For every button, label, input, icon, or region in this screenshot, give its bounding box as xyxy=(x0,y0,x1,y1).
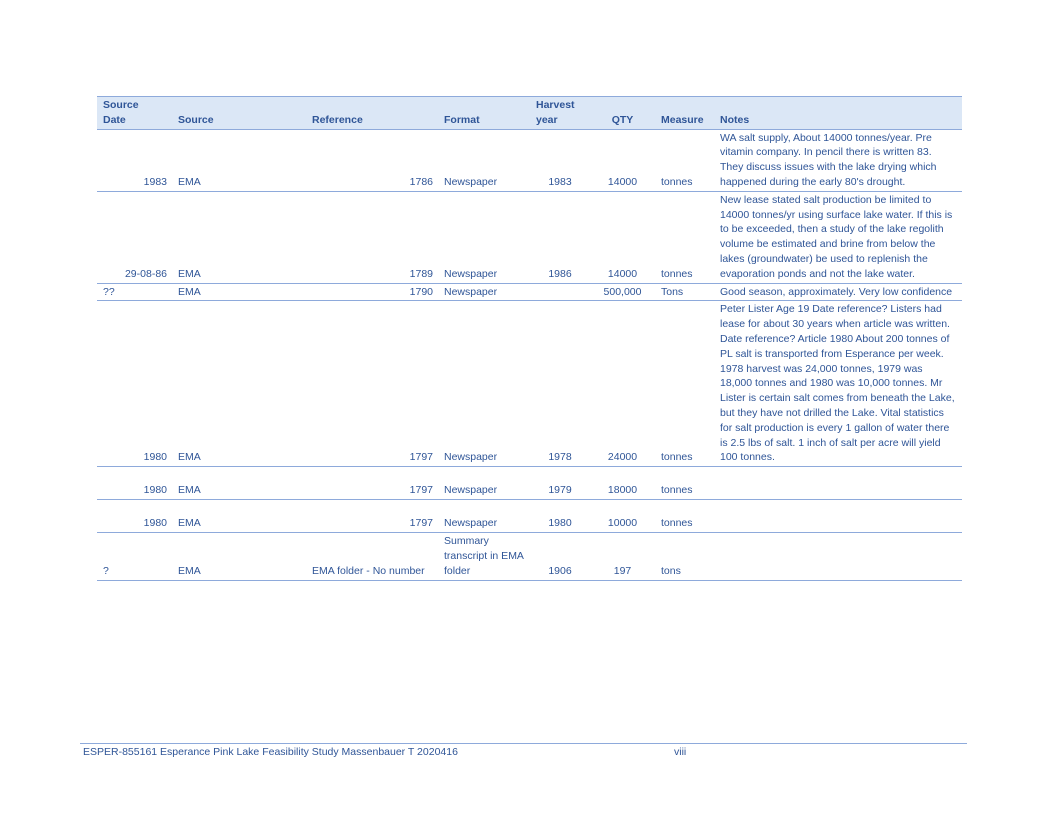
header-measure[interactable]: Measure xyxy=(655,96,714,130)
footer-page-number: viii xyxy=(674,746,687,758)
cell-notes: Peter Lister Age 19 Date reference? List… xyxy=(714,300,962,468)
cell-source: EMA xyxy=(172,466,306,501)
header-source-date-line2: Date xyxy=(103,113,126,126)
table-row[interactable]: 1980 EMA 1797 Newspaper 1980 10000 tonne… xyxy=(97,499,962,534)
cell-harvest-year: 1979 xyxy=(530,466,589,501)
cell-reference: 1789 xyxy=(306,191,438,284)
cell-measure: tonnes xyxy=(655,191,714,284)
cell-notes: Good season, approximately. Very low con… xyxy=(714,283,962,302)
table-row[interactable]: ?? EMA 1790 Newspaper 500,000 Tons Good … xyxy=(97,283,962,302)
table-row[interactable]: 1983 EMA 1786 Newspaper 1983 14000 tonne… xyxy=(97,129,962,192)
cell-qty: 197 xyxy=(589,532,655,581)
cell-harvest-year: 1978 xyxy=(530,300,589,468)
table-row[interactable]: 29-08-86 EMA 1789 Newspaper 1986 14000 t… xyxy=(97,191,962,284)
cell-harvest-year xyxy=(530,283,589,302)
cell-source: EMA xyxy=(172,499,306,534)
cell-qty: 14000 xyxy=(589,191,655,284)
cell-source: EMA xyxy=(172,129,306,192)
records-table: Source Date Source Reference Format Harv… xyxy=(97,96,962,581)
cell-reference: 1786 xyxy=(306,129,438,192)
cell-harvest-year: 1986 xyxy=(530,191,589,284)
cell-measure: tonnes xyxy=(655,466,714,501)
footer-document-id: ESPER-855161 Esperance Pink Lake Feasibi… xyxy=(83,746,458,758)
cell-qty: 18000 xyxy=(589,466,655,501)
header-row: Source Date Source Reference Format Harv… xyxy=(97,96,962,130)
cell-qty: 10000 xyxy=(589,499,655,534)
header-qty[interactable]: QTY xyxy=(589,96,655,130)
cell-notes xyxy=(714,499,962,534)
cell-measure: tons xyxy=(655,532,714,581)
cell-measure: tonnes xyxy=(655,300,714,468)
header-harvest-line2: year xyxy=(536,113,558,126)
header-harvest-year[interactable]: Harvest year xyxy=(530,96,589,130)
table-row[interactable]: 1980 EMA 1797 Newspaper 1979 18000 tonne… xyxy=(97,466,962,501)
header-reference[interactable]: Reference xyxy=(306,96,438,130)
cell-notes xyxy=(714,532,962,581)
cell-format: Newspaper xyxy=(438,191,530,284)
cell-qty: 500,000 xyxy=(589,283,655,302)
cell-qty: 24000 xyxy=(589,300,655,468)
cell-qty: 14000 xyxy=(589,129,655,192)
header-source-date-line1: Source xyxy=(103,99,139,111)
cell-source-date: ?? xyxy=(97,283,172,302)
cell-source-date: 1980 xyxy=(97,466,172,501)
cell-measure: tonnes xyxy=(655,129,714,192)
cell-reference: EMA folder - No number xyxy=(306,532,438,581)
cell-reference: 1797 xyxy=(306,300,438,468)
header-source-date[interactable]: Source Date xyxy=(97,96,172,130)
table-header: Source Date Source Reference Format Harv… xyxy=(97,96,962,130)
records-table-container: Source Date Source Reference Format Harv… xyxy=(97,96,962,581)
table-row[interactable]: ? EMA EMA folder - No number Summary tra… xyxy=(97,532,962,581)
cell-measure: Tons xyxy=(655,283,714,302)
cell-source: EMA xyxy=(172,283,306,302)
cell-format: Newspaper xyxy=(438,129,530,192)
cell-format: Newspaper xyxy=(438,499,530,534)
cell-reference: 1797 xyxy=(306,466,438,501)
header-source[interactable]: Source xyxy=(172,96,306,130)
cell-source-date: 1980 xyxy=(97,300,172,468)
cell-harvest-year: 1980 xyxy=(530,499,589,534)
cell-source: EMA xyxy=(172,300,306,468)
cell-source-date: 1980 xyxy=(97,499,172,534)
header-notes[interactable]: Notes xyxy=(714,96,962,130)
cell-reference: 1790 xyxy=(306,283,438,302)
cell-format: Newspaper xyxy=(438,283,530,302)
cell-source-date: ? xyxy=(97,532,172,581)
cell-measure: tonnes xyxy=(655,499,714,534)
cell-notes: New lease stated salt production be limi… xyxy=(714,191,962,284)
cell-source: EMA xyxy=(172,191,306,284)
cell-format: Summary transcript in EMA folder xyxy=(438,532,530,581)
cell-notes xyxy=(714,466,962,501)
cell-harvest-year: 1906 xyxy=(530,532,589,581)
header-format[interactable]: Format xyxy=(438,96,530,130)
cell-source: EMA xyxy=(172,532,306,581)
cell-source-date: 1983 xyxy=(97,129,172,192)
page-footer: ESPER-855161 Esperance Pink Lake Feasibi… xyxy=(80,743,967,758)
header-harvest-line1: Harvest xyxy=(536,99,575,111)
cell-notes: WA salt supply, About 14000 tonnes/year.… xyxy=(714,129,962,192)
cell-reference: 1797 xyxy=(306,499,438,534)
table-row[interactable]: 1980 EMA 1797 Newspaper 1978 24000 tonne… xyxy=(97,300,962,468)
cell-source-date: 29-08-86 xyxy=(97,191,172,284)
cell-format: Newspaper xyxy=(438,466,530,501)
table-body: 1983 EMA 1786 Newspaper 1983 14000 tonne… xyxy=(97,129,962,581)
cell-format: Newspaper xyxy=(438,300,530,468)
cell-harvest-year: 1983 xyxy=(530,129,589,192)
